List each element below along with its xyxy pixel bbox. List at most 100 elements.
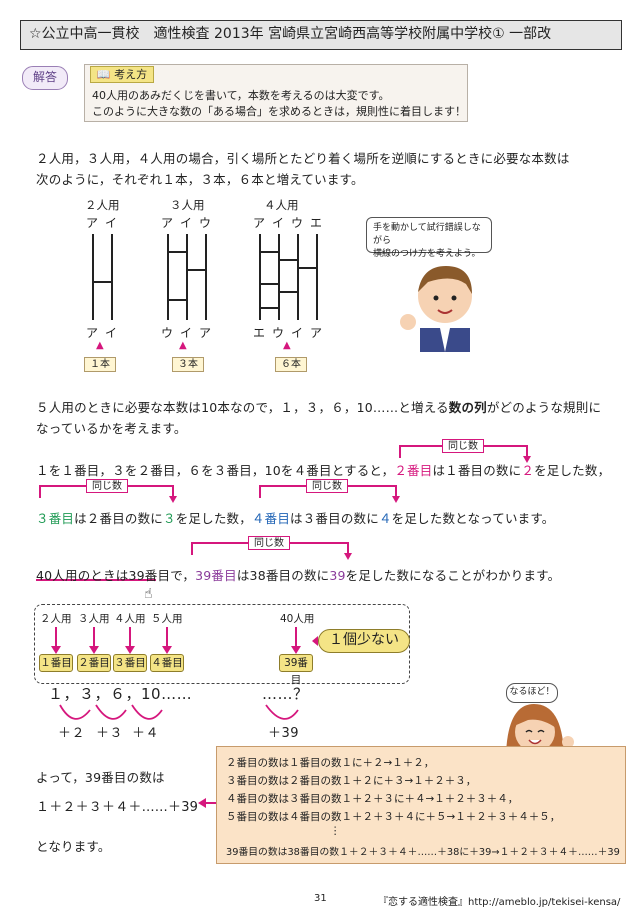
teacher-illustration <box>400 266 472 352</box>
kana-label: ア <box>253 216 266 230</box>
calc-line: ４番目の数は３番目の数１＋２＋３に＋４→１＋２＋３＋４， <box>226 793 519 805</box>
sequence-end: ……？ <box>262 685 309 703</box>
intro-line-2: 次のように，それぞれ１本，３本，６本と増えています。 <box>36 172 364 187</box>
amida-ladders: ▲ ▲ ▲ <box>92 234 318 351</box>
ladder-3-title: ３人用 <box>170 198 205 212</box>
people-label: ５人用 <box>151 613 183 625</box>
svg-text:▲: ▲ <box>179 340 187 351</box>
student-illustration <box>506 704 574 754</box>
para2-text: がどのような規則に <box>486 400 602 415</box>
answer-badge: 解答 <box>22 66 68 90</box>
svg-text:▲: ▲ <box>283 340 291 351</box>
calc-line: 39番目の数は38番目の数１＋２＋３＋４＋……＋38に＋39→１＋２＋３＋４＋…… <box>226 847 620 858</box>
kana-label: イ <box>180 326 193 340</box>
kana-label: イ <box>105 216 118 230</box>
para3-num: ２ <box>521 463 535 478</box>
student-speech-bubble: なるほど！ <box>506 683 558 703</box>
para4-num: 39 <box>329 568 346 583</box>
para4-text: で， <box>170 568 196 583</box>
kana-label: ウ <box>199 216 212 230</box>
kana-label: ウ <box>291 216 304 230</box>
count-badge: ３本 <box>172 357 204 372</box>
add-label: ＋３ <box>96 726 124 741</box>
hint-line-1: 40人用のあみだくじを書いて，本数を考えるのは大変です。 <box>92 89 390 102</box>
kana-label: ア <box>199 326 212 340</box>
book-icon: 📖 <box>96 68 111 81</box>
kana-label: ウ <box>272 326 285 340</box>
ladder-2-title: ２人用 <box>85 198 120 212</box>
kana-label: ア <box>86 216 99 230</box>
order-badge: ３番目 <box>113 654 147 672</box>
calc-line: ２番目の数は１番目の数１に＋２→１＋２， <box>226 757 435 769</box>
people-label: 40人用 <box>280 613 315 625</box>
kana-label: イ <box>291 326 304 340</box>
same-number-tag: 同じ数 <box>86 479 128 493</box>
conclusion-formula: １＋２＋３＋４＋……＋39 <box>36 800 199 815</box>
kana-label: イ <box>272 216 285 230</box>
intro-line-1: ２人用，３人用，４人用の場合，引く場所とたどり着く場所を逆順にするときに必要な本… <box>36 151 570 166</box>
order-badge: １番目 <box>39 654 73 672</box>
kana-label: イ <box>180 216 193 230</box>
order-badge: 39番目 <box>279 654 313 686</box>
people-label: ３人用 <box>78 613 110 625</box>
para3-text: を足した数となっています。 <box>391 511 555 526</box>
para3-line-1: １を１番目，３を２番目，６を３番目，10を４番目とすると，２番目は１番目の数に２… <box>36 460 610 479</box>
para3-num: ４ <box>378 511 392 526</box>
para4-line: 40人用のときは39番目で，39番目は38番目の数に39を足した数になることがわ… <box>36 565 560 584</box>
teacher-speech-bubble: 手を動かして試行錯誤しながら 横線のつけ方を考えよう。 <box>366 217 492 259</box>
conclusion-line-3: となります。 <box>36 839 111 854</box>
para4-text: 40人用のときは39番目 <box>36 568 171 583</box>
para3-text: を足した数， <box>534 463 611 478</box>
kana-label: イ <box>105 326 118 340</box>
para3-order: ３番目 <box>36 511 75 526</box>
calculation-box <box>216 746 626 864</box>
count-badge: １本 <box>84 357 116 372</box>
para3-line-2: ３番目は２番目の数に３を足した数，４番目は３番目の数に４を足した数となっています… <box>36 508 555 527</box>
svg-text:▲: ▲ <box>96 340 104 351</box>
calc-line: ５番目の数は４番目の数１＋２＋３＋４に＋５→１＋２＋３＋４＋５， <box>226 811 561 823</box>
add-label: ＋２ <box>58 726 86 741</box>
para4-text: は38番目の数に <box>236 568 330 583</box>
para2-text: ５人用のときに必要な本数は10本なので，１，３，６，10……と増える <box>36 400 449 415</box>
source-credit: 『恋する適性検査』http://ameblo.jp/tekisei-kensa/ <box>378 897 621 908</box>
one-less-badge: １個少ない <box>318 629 410 653</box>
para3-num: ３ <box>163 511 176 526</box>
kana-label: ア <box>86 326 99 340</box>
add-label: ＋39 <box>268 726 300 741</box>
page-number: 31 <box>314 893 327 904</box>
same-number-tag: 同じ数 <box>306 479 348 493</box>
para2-line-1: ５人用のときに必要な本数は10本なので，１，３，６，10……と増える数の列がどの… <box>36 397 601 416</box>
people-label: ４人用 <box>114 613 146 625</box>
para3-text: １を１番目，３を２番目，６を３番目，10を４番目とすると， <box>36 463 395 478</box>
para3-text: は１番目の数に <box>432 463 522 478</box>
add-label: ＋４ <box>132 726 160 741</box>
hint-line-2: このように大きな数の「ある場合」を求めるときは，規則性に着目します！ <box>92 105 466 118</box>
kana-label: エ <box>310 216 323 230</box>
page-header: ☆公立中高一貫校 適性検査 2013年 宮崎県立宮崎西高等学校附属中学校① 一部… <box>20 20 622 50</box>
kana-label: ア <box>310 326 323 340</box>
calc-line: ３番目の数は２番目の数１＋２に＋３→１＋２＋３， <box>226 775 477 787</box>
people-label: ２人用 <box>40 613 72 625</box>
pointer-icon: ☝ <box>144 586 153 602</box>
count-badge: ６本 <box>275 357 307 372</box>
para3-order: ４番目 <box>251 511 291 526</box>
kana-label: エ <box>253 326 266 340</box>
hint-tag: 📖 考え方 <box>90 66 154 83</box>
same-number-tag: 同じ数 <box>442 439 484 453</box>
calc-ellipsis: ⋮ <box>330 825 341 837</box>
order-badge: ２番目 <box>77 654 111 672</box>
para3-text: を足した数， <box>175 511 252 526</box>
para3-text: は３番目の数に <box>290 511 379 526</box>
para3-text: は２番目の数に <box>74 511 164 526</box>
ladder-4-title: ４人用 <box>264 198 299 212</box>
kana-label: ウ <box>161 326 174 340</box>
kana-label: ア <box>161 216 174 230</box>
para4-order: 39番目 <box>195 568 237 583</box>
para2-bold: 数の列 <box>448 400 487 415</box>
conclusion-line-1: よって，39番目の数は <box>36 770 165 785</box>
bubble-line: 手を動かして試行錯誤しながら <box>373 223 481 246</box>
number-sequence: １，３，６，10…… <box>48 685 193 703</box>
para4-text: を足した数になることがわかります。 <box>345 568 561 583</box>
para2-line-2: なっているかを考えます。 <box>36 421 187 436</box>
same-number-tag: 同じ数 <box>248 536 290 550</box>
